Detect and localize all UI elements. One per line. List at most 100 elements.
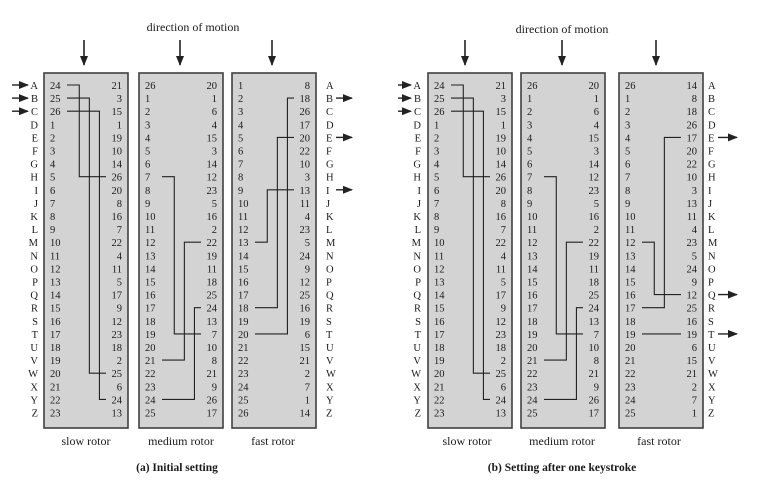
right-contact-number: 18: [300, 94, 311, 105]
right-contact-number: 19: [112, 133, 123, 144]
left-contact-number: 4: [238, 120, 244, 131]
right-contact-number: 16: [589, 212, 600, 223]
left-contact-number: 24: [625, 395, 636, 406]
letter-label: A: [708, 81, 716, 92]
left-contact-number: 18: [145, 317, 156, 328]
right-contact-number: 9: [594, 382, 599, 393]
direction-label: direction of motion: [147, 20, 240, 34]
left-contact-number: 8: [527, 186, 532, 197]
letter-label: L: [326, 225, 332, 236]
right-contact-number: 26: [687, 120, 698, 131]
left-contact-number: 22: [238, 356, 249, 367]
letter-label: L: [32, 225, 38, 236]
right-contact-number: 7: [305, 382, 310, 393]
left-contact-number: 16: [527, 291, 538, 302]
letter-label: T: [708, 330, 715, 341]
right-contact-number: 26: [112, 173, 123, 184]
rotor-wire: [255, 136, 294, 309]
right-contact-number: 10: [207, 343, 218, 354]
right-contact-number: 12: [300, 278, 311, 289]
letter-label: Q: [413, 291, 421, 302]
letter-label: E: [326, 133, 332, 144]
letter-label: R: [708, 304, 715, 315]
letter-label: B: [326, 94, 333, 105]
left-contact-number: 19: [625, 330, 636, 341]
letter-label: S: [326, 317, 332, 328]
left-contact-number: 15: [238, 264, 249, 275]
slow-rotor-label: slow rotor: [443, 434, 492, 448]
left-contact-number: 12: [238, 225, 249, 236]
right-contact-number: 16: [300, 304, 311, 315]
rotor-wire: [255, 189, 294, 243]
right-contact-number: 23: [112, 330, 123, 341]
letter-label: H: [30, 173, 38, 184]
letter-label: D: [326, 120, 334, 131]
right-contact-number: 8: [212, 356, 217, 367]
left-contact-number: 12: [50, 264, 61, 275]
right-contact-number: 22: [207, 238, 218, 249]
right-contact-number: 23: [687, 238, 698, 249]
right-contact-number: 21: [300, 356, 311, 367]
right-contact-number: 3: [212, 147, 217, 158]
right-contact-number: 11: [207, 264, 217, 275]
panel-caption: (b) Setting after one keystroke: [488, 462, 636, 474]
right-contact-number: 5: [117, 278, 122, 289]
right-contact-number: 26: [207, 395, 218, 406]
left-contact-number: 18: [625, 317, 636, 328]
right-contact-number: 2: [594, 225, 599, 236]
letter-label: N: [413, 251, 421, 262]
right-contact-number: 25: [687, 304, 698, 315]
left-contact-number: 16: [145, 291, 156, 302]
rotor-wire: [451, 110, 490, 400]
rotor-wire: [162, 241, 201, 361]
left-contact-number: 17: [625, 304, 636, 315]
left-contact-number: 12: [145, 238, 156, 249]
letter-label: V: [708, 356, 716, 367]
letter-label: X: [413, 382, 421, 393]
rotor-wire: [642, 241, 681, 296]
letter-label: M: [326, 238, 336, 249]
right-contact-number: 1: [501, 120, 506, 131]
rotor-wire: [451, 97, 490, 374]
left-contact-number: 9: [527, 199, 532, 210]
left-contact-number: 10: [238, 199, 249, 210]
letter-label: I: [708, 186, 712, 197]
rotor-wire: [162, 176, 201, 335]
right-contact-number: 8: [117, 199, 122, 210]
direction-arrows: [80, 40, 276, 66]
right-contact-number: 2: [305, 369, 310, 380]
left-contact-number: 20: [50, 369, 61, 380]
letter-label: W: [708, 369, 718, 380]
right-contact-number: 1: [594, 94, 599, 105]
letter-label: A: [30, 81, 38, 92]
left-contact-number: 9: [625, 199, 630, 210]
letter-label: J: [326, 199, 330, 210]
right-contact-number: 6: [305, 330, 310, 341]
left-contact-number: 24: [527, 395, 538, 406]
left-contact-number: 8: [434, 212, 439, 223]
right-contact-number: 17: [207, 409, 218, 420]
right-contact-number: 13: [300, 186, 311, 197]
panel-caption: (a) Initial setting: [136, 462, 218, 474]
left-contact-number: 4: [625, 133, 631, 144]
medium-rotor-label: medium rotor: [148, 434, 214, 448]
left-contact-number: 17: [145, 304, 156, 315]
left-contact-number: 23: [527, 382, 538, 393]
right-contact-number: 4: [117, 251, 123, 262]
left-contact-number: 24: [145, 395, 156, 406]
right-contact-number: 2: [117, 356, 122, 367]
right-contact-number: 9: [212, 382, 217, 393]
letter-label: R: [414, 304, 421, 315]
letter-label: P: [708, 278, 714, 289]
left-contact-number: 13: [145, 251, 156, 262]
right-contact-number: 6: [594, 107, 599, 118]
left-contact-number: 14: [434, 291, 445, 302]
left-contact-number: 4: [145, 133, 151, 144]
left-contact-number: 19: [527, 330, 538, 341]
letter-label: J: [34, 199, 38, 210]
letter-label: R: [326, 304, 333, 315]
right-contact-number: 15: [207, 133, 218, 144]
letter-label: N: [708, 251, 716, 262]
left-contact-number: 21: [527, 356, 538, 367]
letter-label: K: [30, 212, 38, 223]
